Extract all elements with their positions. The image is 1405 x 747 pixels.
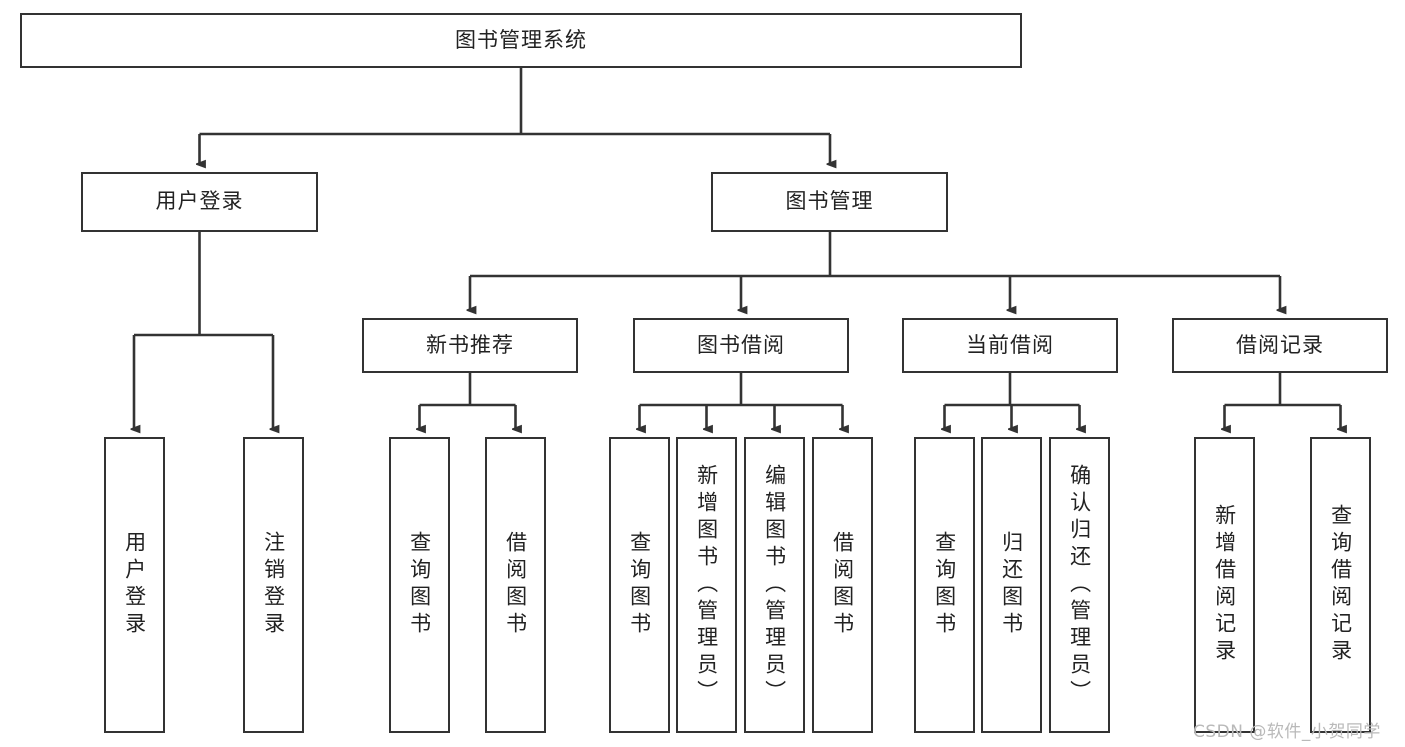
node-book-borrow-label: 图书借阅 (697, 332, 785, 357)
node-root-label: 图书管理系统 (455, 27, 587, 52)
node-user-login-label: 用户登录 (155, 189, 244, 214)
node-borrow-record-label: 借阅记录 (1236, 332, 1324, 357)
node-book-borrow[interactable]: 图书借阅 (633, 318, 849, 373)
node-leaf-return-book-label: 归还图书 (999, 531, 1024, 639)
node-leaf-user-login[interactable]: 用户登录 (104, 437, 165, 733)
node-leaf-query-book-2-label: 查询图书 (627, 531, 652, 639)
node-leaf-query-record[interactable]: 查询借阅记录 (1310, 437, 1371, 733)
node-current-borrow-label: 当前借阅 (966, 332, 1054, 357)
node-leaf-borrow-book-1[interactable]: 借阅图书 (485, 437, 546, 733)
node-leaf-query-book-3[interactable]: 查询图书 (914, 437, 975, 733)
node-new-book-rec[interactable]: 新书推荐 (362, 318, 578, 373)
node-leaf-confirm-return-label: 确认归还（管理员） (1067, 463, 1092, 707)
node-book-manage[interactable]: 图书管理 (711, 172, 948, 232)
node-root[interactable]: 图书管理系统 (20, 13, 1022, 68)
node-leaf-edit-book[interactable]: 编辑图书（管理员） (744, 437, 805, 733)
node-leaf-borrow-book-2-label: 借阅图书 (830, 531, 855, 639)
node-leaf-add-book-label: 新增图书（管理员） (694, 463, 719, 707)
node-leaf-edit-book-label: 编辑图书（管理员） (762, 463, 787, 707)
node-new-book-rec-label: 新书推荐 (426, 332, 514, 357)
node-leaf-query-book-1-label: 查询图书 (407, 531, 432, 639)
node-leaf-query-record-label: 查询借阅记录 (1328, 504, 1353, 666)
node-leaf-query-book-1[interactable]: 查询图书 (389, 437, 450, 733)
node-borrow-record[interactable]: 借阅记录 (1172, 318, 1388, 373)
node-leaf-borrow-book-1-label: 借阅图书 (503, 531, 528, 639)
node-current-borrow[interactable]: 当前借阅 (902, 318, 1118, 373)
node-leaf-return-book[interactable]: 归还图书 (981, 437, 1042, 733)
csdn-watermark: CSDN @软件_小贺同学 (1193, 722, 1381, 742)
node-leaf-borrow-book-2[interactable]: 借阅图书 (812, 437, 873, 733)
node-book-manage-label: 图书管理 (785, 189, 874, 214)
node-leaf-user-login-label: 用户登录 (122, 531, 147, 639)
node-leaf-add-record-label: 新增借阅记录 (1212, 504, 1237, 666)
node-leaf-query-book-2[interactable]: 查询图书 (609, 437, 670, 733)
node-leaf-add-book[interactable]: 新增图书（管理员） (676, 437, 737, 733)
node-leaf-add-record[interactable]: 新增借阅记录 (1194, 437, 1255, 733)
node-leaf-logout[interactable]: 注销登录 (243, 437, 304, 733)
node-leaf-logout-label: 注销登录 (261, 531, 286, 639)
node-user-login[interactable]: 用户登录 (81, 172, 318, 232)
node-leaf-query-book-3-label: 查询图书 (932, 531, 957, 639)
node-leaf-confirm-return[interactable]: 确认归还（管理员） (1049, 437, 1110, 733)
